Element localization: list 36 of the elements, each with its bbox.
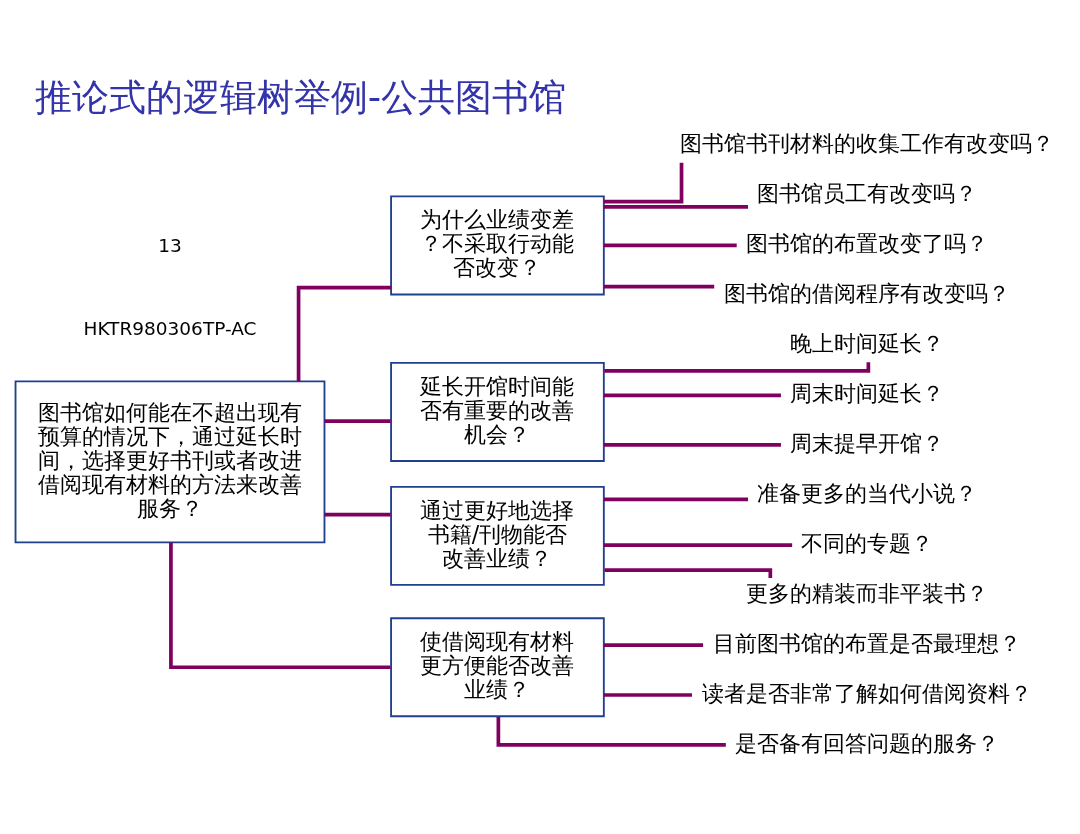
node-text: 读者是否非常了解如何借阅资料？ (702, 679, 1033, 706)
connector (603, 642, 704, 647)
connector (604, 162, 684, 203)
node-text: 图书馆书刊材料的收集工作有改变吗？ (680, 129, 1055, 156)
node-text: 更多的精装而非平装书？ (746, 579, 989, 606)
connector (603, 243, 737, 247)
label: HKTR980306TP-AC (83, 317, 257, 339)
node-text: 周末提早开馆？ (790, 429, 945, 456)
connector (603, 497, 749, 501)
connector (169, 541, 391, 669)
connector (603, 204, 749, 209)
node-text: 不同的专题？ (801, 529, 934, 556)
diagram-title: 推论式的逻辑树举例-公共图书馆 (34, 75, 567, 119)
connector (603, 442, 781, 447)
node-box: 通过更好地选择书籍/刊物能否改善业绩？ (390, 485, 605, 586)
node-box: 使借阅现有材料更方便能否改善业绩？ (390, 616, 605, 717)
node-box: 图书馆如何能在不超出现有预算的情况下，通过延长时间，选择更好书刊或者改进借阅现有材料的方法来改善服务？ (14, 380, 326, 543)
connector (496, 716, 726, 747)
node-text: 图书馆的布置改变了吗？ (746, 229, 989, 256)
connector (603, 692, 692, 697)
connector (296, 285, 391, 381)
node-text: 目前图书馆的布置是否最理想？ (713, 629, 1022, 656)
connector (603, 542, 793, 547)
node-text: 是否备有回答问题的服务？ (735, 729, 1000, 756)
node-text: 晚上时间延长？ (790, 329, 945, 356)
node-box: 为什么业绩变差？不采取行动能否改变？ (390, 195, 605, 295)
connector (324, 418, 391, 423)
node-text: 图书馆员工有改变吗？ (757, 179, 978, 206)
node-text: 准备更多的当代小说？ (757, 479, 978, 506)
connector (324, 512, 391, 516)
label: 13 (158, 234, 182, 256)
node-text: 图书馆的借阅程序有改变吗？ (724, 279, 1011, 306)
node-text: 周末时间延长？ (790, 379, 945, 406)
node-box: 延长开馆时间能否有重要的改善机会？ (390, 361, 605, 462)
connector (603, 284, 715, 288)
connector (603, 392, 781, 397)
